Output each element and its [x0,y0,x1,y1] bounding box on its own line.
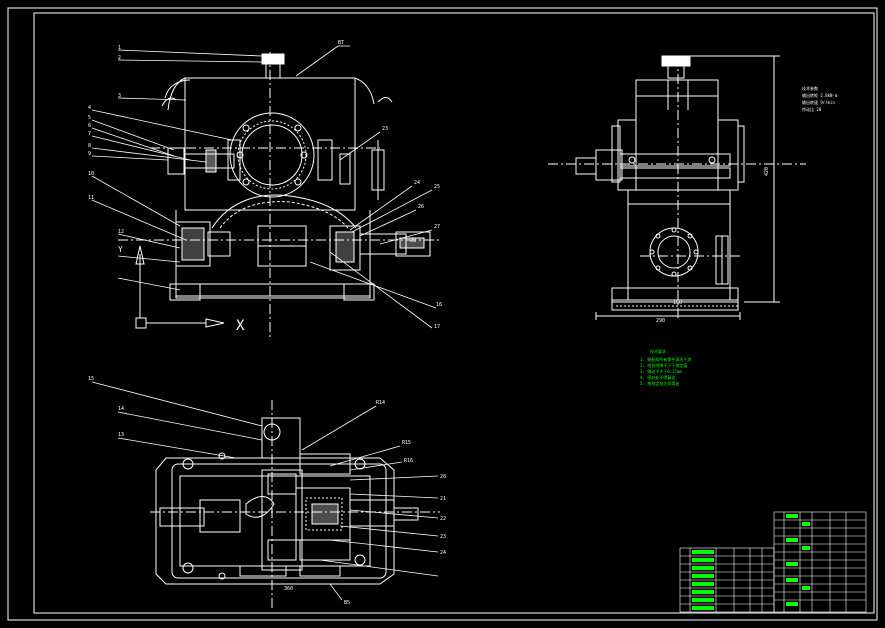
label-3: 3 [118,93,121,99]
label-24: 24 [414,180,420,186]
label-1: 1 [118,45,121,51]
label-top: BT [338,40,344,46]
label-10: 10 [88,171,94,177]
axis-y-label: Y [118,245,123,254]
plan-view-labels: 15 14 13 R14 R15 R16 20 21 22 23 24 B5 3… [88,376,446,606]
label-B5: B5 [344,600,350,606]
label-17: 17 [434,324,440,330]
label-23b: 23 [440,534,446,540]
plan-view [91,381,440,610]
tech-note-1: 1. 装配前所有零件清洗干净 [640,356,691,362]
label-21: 21 [440,496,446,502]
label-2: 2 [118,55,121,61]
label-28: 28 [410,238,416,244]
spec-line-2: 输出转速 9r/min [802,99,835,105]
tech-notes-title: 技术要求 [650,348,666,354]
front-view [91,45,440,340]
label-22: 22 [440,516,446,522]
label-25: 25 [434,184,440,190]
label-15: 15 [88,376,94,382]
inner-frame [33,12,875,614]
tech-note-3: 3. 跳动不大于0.15mm [640,368,682,374]
title-block [679,511,867,613]
tech-note-4: 4. 密封处不得漏油 [640,374,675,380]
label-R15: R15 [402,440,411,446]
label-24b: 24 [440,550,446,556]
spec-line-3: 传动比 20 [802,106,822,112]
tech-note-2: 2. 啮合侧隙不小于规定值 [640,362,687,368]
tech-notes: 技术要求 1. 装配前所有零件清洗干净 2. 啮合侧隙不小于规定值 3. 跳动不… [640,348,691,386]
dim-width: 290 [656,318,665,324]
label-R14: R14 [376,400,385,406]
label-7: 7 [88,131,91,137]
side-view [548,55,806,320]
dim-plan-width: 360 [284,586,293,592]
front-view-labels: 1 2 3 4 5 6 7 8 9 10 11 12 BT 23 24 25 2… [88,40,442,334]
label-9: 9 [88,151,91,157]
label-8: 8 [88,143,91,149]
label-23: 23 [382,126,388,132]
label-4: 4 [88,105,91,111]
label-26: 26 [418,204,424,210]
side-view-dimensions: 290 160 420 [656,167,770,324]
label-6: 6 [88,123,91,129]
dim-base: 160 [673,300,682,306]
label-16: 16 [436,302,442,308]
label-13: 13 [118,432,124,438]
axis-x-label: X [236,318,245,334]
label-R16: R16 [404,458,413,464]
label-14: 14 [118,406,124,412]
label-27: 27 [434,224,440,230]
label-20: 20 [440,474,446,480]
tech-note-5: 5. 按规定加注润滑油 [640,380,679,386]
label-11: 11 [88,195,94,201]
spec-title: 技术参数 [802,85,818,91]
outer-frame [7,7,878,621]
label-5: 5 [88,115,91,121]
dim-height: 420 [764,167,770,176]
title-block-text [692,514,810,610]
spec-line-1: 输出转矩 2.8kN·m [802,92,838,98]
label-12: 12 [118,229,124,235]
spec-block: 技术参数 输出转矩 2.8kN·m 输出转速 9r/min 传动比 20 [802,85,838,112]
